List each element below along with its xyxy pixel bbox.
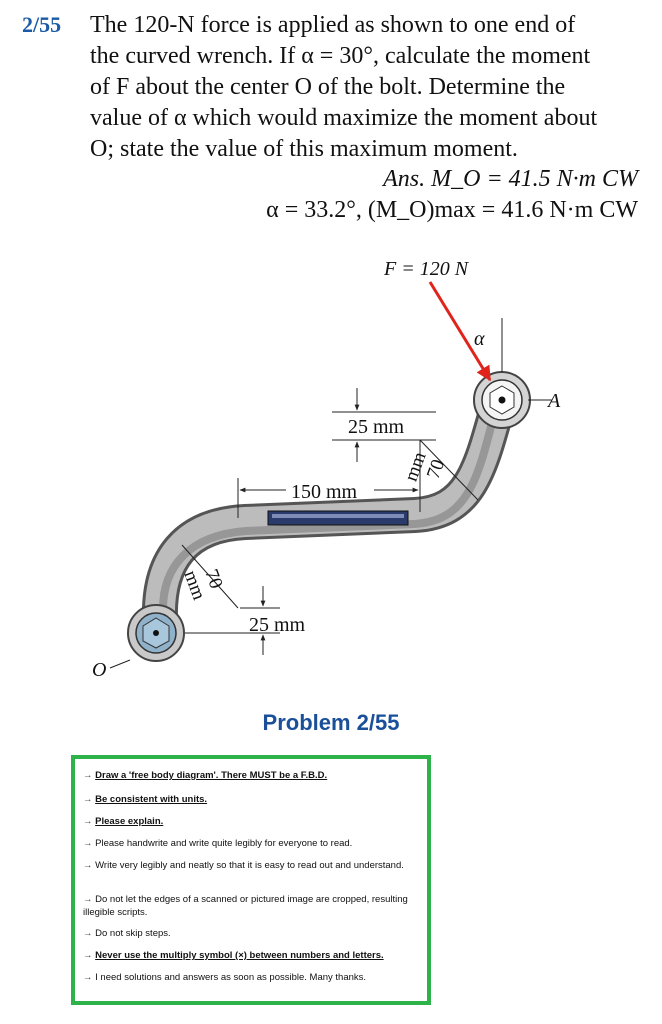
dim-25-bottom: 25 mm [249,614,306,636]
note-8-text: Never use the multiply symbol (×) betwee… [95,950,384,961]
note-5: → Write very legibly and neatly so that … [83,859,413,872]
problem-statement-line-4: value of α which would maximize the mome… [90,105,598,131]
note-2: → Be consistent with units. [83,793,413,806]
note-2-text: Be consistent with units. [95,794,208,805]
note-4: → Please handwrite and write quite legib… [83,837,413,850]
instructions-box: → Draw a 'free body diagram'. There MUST… [71,755,431,1005]
note-arrow: → [83,770,93,781]
problem-number: 2/55 [22,12,62,37]
note-1-text: Draw a 'free body diagram'. There MUST b… [95,770,328,781]
note-7: → Do not skip steps. [83,927,413,940]
note-9: → I need solutions and answers as soon a… [83,971,413,984]
note-arrow: → [83,972,93,983]
point-o-label: O [92,659,106,681]
note-arrow: → [83,838,93,849]
note-arrow: → [83,816,93,827]
note-7-text: Do not skip steps. [95,928,171,939]
answer-line-1: Ans. M_O = 41.5 N·m CW [383,166,638,192]
note-arrow: → [83,860,93,871]
force-label: F = 120 N [383,258,470,280]
force-arrow [428,281,492,382]
note-6-text: Do not let the edges of a scanned or pic… [83,894,408,918]
note-arrow: → [83,894,93,905]
dim-70-top-unit: mm [401,449,431,484]
problem-statement-line-5: O; state the value of this maximum momen… [90,136,518,162]
note-5-text: Write very legibly and neatly so that it… [95,860,404,871]
note-arrow: → [83,794,93,805]
alpha-label: α [474,328,485,350]
note-arrow: → [83,928,93,939]
note-6: → Do not let the edges of a scanned or p… [83,893,413,919]
dim-150: 150 mm [291,481,358,503]
note-1: → Draw a 'free body diagram'. There MUST… [83,769,413,782]
problem-statement-line-3: of F about the center O of the bolt. Det… [90,74,566,100]
wrench-figure: F = 120 N α A O 25 mm 150 mm 25 mm 70 mm… [92,258,561,681]
note-8: → Never use the multiply symbol (×) betw… [83,949,413,962]
note-4-text: Please handwrite and write quite legibly… [95,838,353,849]
problem-statement-line-1: The 120-N force is applied as shown to o… [90,12,576,38]
note-9-text: I need solutions and answers as soon as … [95,972,367,983]
note-3: → Please explain. [83,815,413,828]
note-arrow: → [83,950,93,961]
problem-statement-line-2: the curved wrench. If α = 30°, calculate… [90,43,591,69]
answer-line-2: α = 33.2°, (M_O)max = 41.6 N·m CW [266,197,638,223]
figure-caption: Problem 2/55 [262,710,400,735]
point-a-label: A [546,390,561,412]
note-3-text: Please explain. [95,816,164,827]
dim-25-top: 25 mm [348,416,405,438]
